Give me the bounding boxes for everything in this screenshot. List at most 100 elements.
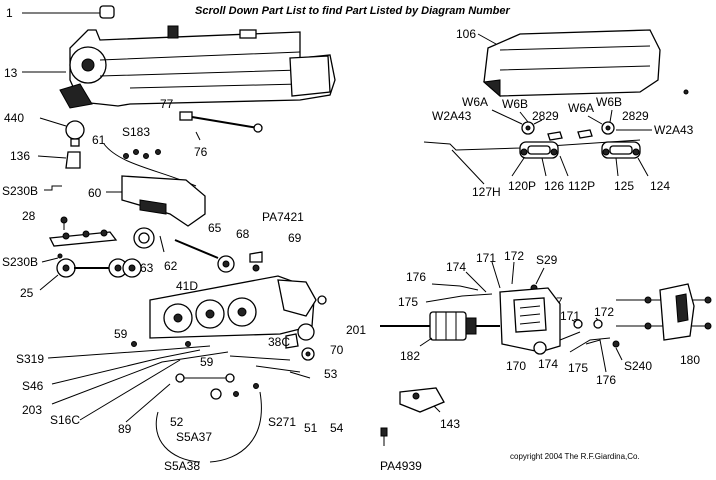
part-77-76-drawbar[interactable]: 77 76 xyxy=(160,97,263,159)
part-89-crosshead[interactable]: 89 xyxy=(118,373,235,436)
part-63-gear[interactable]: 63 xyxy=(133,227,155,275)
part-176-brush-spring-a[interactable]: 176 xyxy=(406,270,479,291)
part-S29-screw[interactable]: S29 xyxy=(530,253,558,292)
copyright-text: copyright 2004 The R.F.Giardina,Co. xyxy=(510,452,640,461)
part-143-sliding-shoe[interactable]: 143 xyxy=(399,387,460,431)
part-440-lamp-bulb[interactable]: 440 xyxy=(4,111,85,147)
part-176-brush-spring-b[interactable]: 176 xyxy=(585,339,616,387)
label-76: 76 xyxy=(194,145,208,159)
part-13-boiler-shell[interactable]: 13 xyxy=(4,25,336,109)
part-171-brush-cap-a[interactable]: 171 xyxy=(476,251,501,289)
part-175-brush-spring-a[interactable]: 175 xyxy=(398,293,493,309)
part-175-brush-spring-b[interactable]: 175 xyxy=(568,337,611,375)
label-W6B-b: W6B xyxy=(596,95,622,109)
label-38C: 38C xyxy=(268,335,290,349)
label-182: 182 xyxy=(400,349,420,363)
part-70-wheel[interactable]: 70 xyxy=(297,323,344,357)
part-28-screw[interactable]: 28 xyxy=(22,209,68,230)
label-W6A-b: W6A xyxy=(568,101,594,115)
part-172-washer-a[interactable]: 172 xyxy=(504,249,524,285)
label-54: 54 xyxy=(330,421,344,435)
part-41D-chassis[interactable]: 41D xyxy=(149,275,317,339)
label-1: 1 xyxy=(6,6,13,20)
label-124: 124 xyxy=(650,179,670,193)
label-2829-a: 2829 xyxy=(532,109,559,123)
label-59-b: 59 xyxy=(200,355,214,369)
label-S230B-b: S230B xyxy=(2,255,38,269)
part-127H-tender-frame[interactable]: 127H xyxy=(423,129,641,199)
label-61: 61 xyxy=(92,133,106,147)
label-59-a: 59 xyxy=(114,327,128,341)
part-51-link[interactable]: 51 xyxy=(255,365,318,435)
part-171-brush-cap-b[interactable]: 171 xyxy=(560,309,583,329)
part-172-washer-b[interactable]: 172 xyxy=(593,305,614,329)
part-S16C-rod[interactable]: S16C xyxy=(50,359,181,427)
part-201-screw[interactable]: 201 xyxy=(317,295,366,337)
part-S5A38-screw[interactable]: S5A38 xyxy=(155,383,262,474)
part-180-motor-end-cap[interactable]: 180 xyxy=(616,283,712,367)
part-tender-truck-rear[interactable]: 125 124 xyxy=(601,141,670,193)
label-174-a: 174 xyxy=(446,260,466,274)
label-S183: S183 xyxy=(122,125,150,139)
label-170: 170 xyxy=(506,359,526,373)
diagram-header: Scroll Down Part List to find Part Liste… xyxy=(195,5,510,17)
part-S230B-screw-a[interactable]: S230B xyxy=(2,184,62,198)
label-136: 136 xyxy=(10,149,30,163)
label-PA4939: PA4939 xyxy=(380,459,422,473)
label-120P: 120P xyxy=(508,179,536,193)
label-63: 63 xyxy=(140,261,154,275)
part-S230B-screw-b[interactable]: S230B xyxy=(2,253,63,269)
part-S271-link[interactable]: S271 xyxy=(229,355,296,429)
label-41D: 41D xyxy=(176,279,198,293)
part-174-brush-a[interactable]: 174 xyxy=(446,260,487,293)
part-S240-screw[interactable]: S240 xyxy=(612,340,652,373)
label-W6A-a: W6A xyxy=(462,95,488,109)
part-182-armature[interactable]: 182 xyxy=(380,311,500,363)
part-tender-truck-front[interactable]: 120P 126 112P xyxy=(508,141,595,193)
part-tender-fasteners-left[interactable]: W6A W6B W2A43 2829 xyxy=(432,95,559,135)
part-25-wheel-set[interactable]: 25 xyxy=(20,258,142,300)
part-PA7421-pickup[interactable]: PA7421 xyxy=(249,210,304,263)
part-PA4939-screw[interactable]: PA4939 xyxy=(380,427,422,473)
part-S319-rod[interactable]: S319 xyxy=(16,345,211,366)
label-S16C: S16C xyxy=(50,413,80,427)
label-68: 68 xyxy=(236,227,250,241)
part-174-brush-b[interactable]: 174 xyxy=(538,331,581,371)
label-S29: S29 xyxy=(536,253,558,267)
label-28: 28 xyxy=(22,209,36,223)
part-54-link[interactable]: 54 xyxy=(289,371,344,435)
label-171-a: 171 xyxy=(476,251,496,265)
part-106-tender-body[interactable]: 106 xyxy=(456,27,689,98)
label-52: 52 xyxy=(170,415,184,429)
label-69: 69 xyxy=(288,231,302,245)
part-69-screw[interactable]: 69 xyxy=(252,231,302,272)
label-PA7421: PA7421 xyxy=(262,210,304,224)
part-S183-screws[interactable]: S183 xyxy=(122,125,161,159)
part-203-rod[interactable]: 203 xyxy=(22,351,229,417)
label-180: 180 xyxy=(680,353,700,367)
part-52-washer[interactable]: 52 xyxy=(170,388,222,429)
part-136-bracket[interactable]: 136 xyxy=(10,149,81,169)
part-38C-bracket[interactable]: 38C xyxy=(268,333,299,349)
label-171-b: 171 xyxy=(560,309,580,323)
label-143: 143 xyxy=(440,417,460,431)
part-59-screws[interactable]: 59 59 xyxy=(114,327,214,369)
part-S5A37-screw[interactable]: S5A37 xyxy=(176,391,239,445)
part-1-whistle[interactable]: 1 xyxy=(6,5,115,20)
part-tender-fasteners-right[interactable]: W6A W6B 2829 W2A43 xyxy=(568,95,694,137)
label-125: 125 xyxy=(614,179,634,193)
part-170-motor-frame[interactable]: 170 xyxy=(499,287,561,373)
part-65-axle[interactable]: 65 xyxy=(174,221,222,259)
part-62-pin[interactable]: 62 xyxy=(159,235,178,273)
part-68-gear[interactable]: 68 xyxy=(217,227,250,273)
part-53-washer[interactable]: 53 xyxy=(301,347,338,381)
label-203: 203 xyxy=(22,403,42,417)
part-60-motor-mount[interactable]: 60 xyxy=(88,175,206,227)
part-S46-rod[interactable]: S46 xyxy=(22,349,201,393)
label-S271: S271 xyxy=(268,415,296,429)
label-S230B-a: S230B xyxy=(2,184,38,198)
label-65: 65 xyxy=(208,221,222,235)
label-175-b: 175 xyxy=(568,361,588,375)
part-truck-frame[interactable] xyxy=(48,229,118,247)
